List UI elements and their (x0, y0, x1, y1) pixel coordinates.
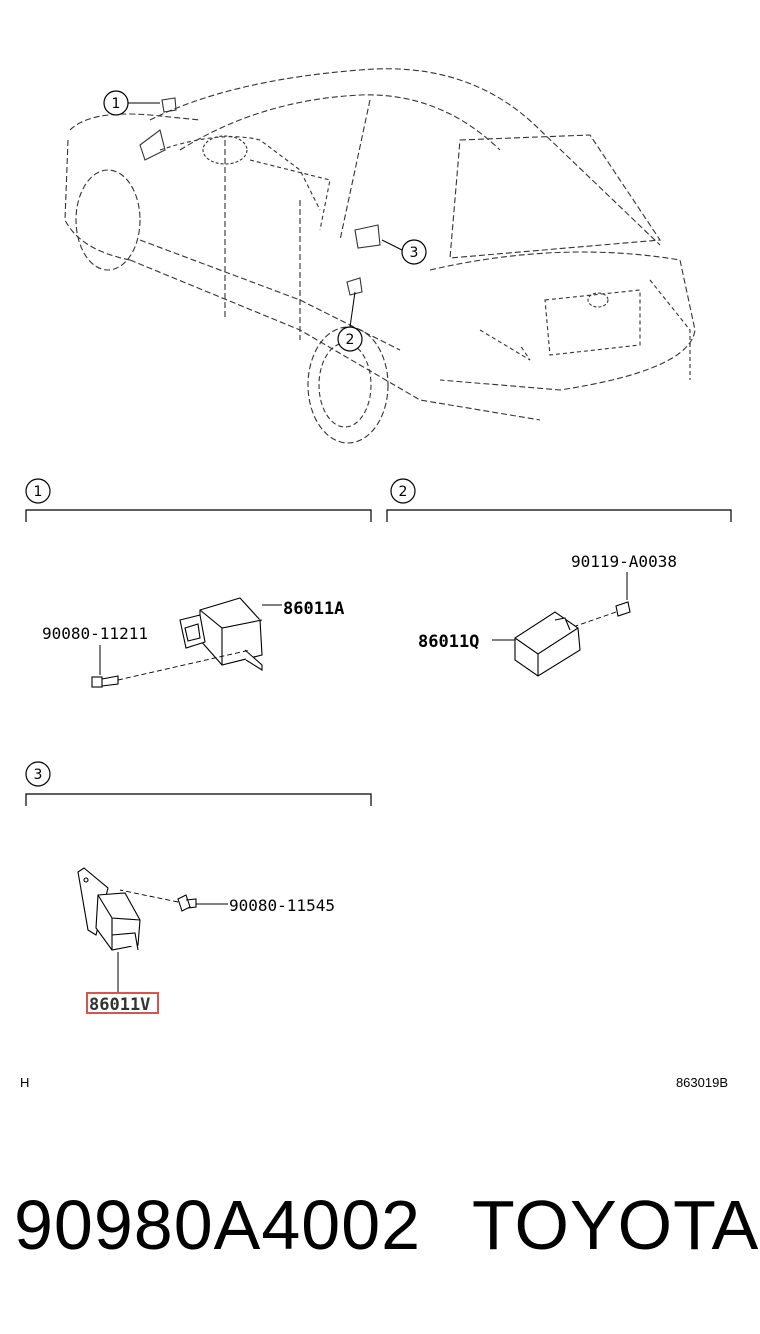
section-2: 2 90119-A0038 86011Q (386, 478, 732, 677)
part-label-86011A: 86011A (283, 599, 344, 619)
part-label-86011Q: 86011Q (418, 632, 479, 652)
footer-brand: TOYOTA (472, 1186, 760, 1264)
callout-number: 1 (112, 96, 121, 112)
bolt-90119-A0038-drawing (569, 601, 631, 629)
footer-part-number: 90980A4002 (14, 1186, 422, 1264)
relay-86011A-drawing (179, 597, 263, 671)
car-callout-2: 2 (337, 291, 363, 352)
corner-code-right: 863019B (676, 1075, 728, 1090)
car-callout-1: 1 (103, 90, 160, 116)
callout-number: 3 (410, 245, 419, 261)
part-label-90119-A0038: 90119-A0038 (571, 552, 677, 571)
section-number: 1 (34, 484, 43, 500)
bolt-90080-11211-drawing (91, 649, 251, 688)
section-number: 2 (399, 484, 408, 500)
callout-number: 2 (346, 332, 355, 348)
corner-code-left: H (20, 1075, 29, 1090)
part-label-90080-11211: 90080-11211 (42, 624, 148, 643)
relay-86011V-drawing (77, 867, 141, 951)
part-label-86011V: 86011V (89, 995, 150, 1015)
car-illustration (64, 68, 696, 444)
section-1: 1 86011A 90080-11211 (25, 478, 372, 688)
section-number: 3 (34, 767, 43, 783)
bolt-90080-11545-drawing (119, 889, 228, 912)
car-callout-3: 3 (381, 239, 427, 265)
highlight-box (86, 992, 159, 1014)
relay-86011Q-drawing (514, 611, 581, 677)
section-3: 3 90080-11545 86011V (25, 761, 372, 1015)
part-label-90080-11545: 90080-11545 (229, 896, 335, 915)
